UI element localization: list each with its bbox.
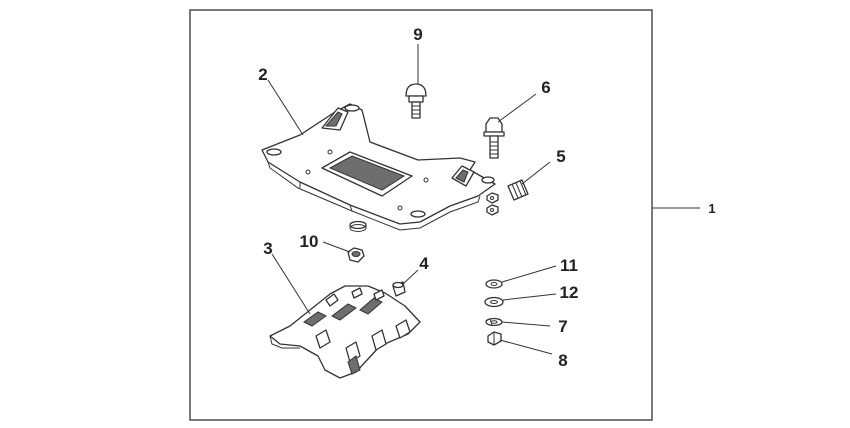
part-2-mounting-plate bbox=[261, 103, 496, 231]
part-9-bolt bbox=[405, 83, 427, 119]
leader-12 bbox=[502, 293, 557, 301]
leader-10 bbox=[322, 241, 351, 253]
callout-10: 10 bbox=[300, 232, 319, 251]
part-washer-under-plate bbox=[349, 220, 367, 232]
callout-5: 5 bbox=[556, 147, 565, 166]
callout-11: 11 bbox=[560, 256, 578, 275]
callout-2: 2 bbox=[258, 65, 267, 84]
callout-1: 1 bbox=[708, 201, 715, 216]
leader-4 bbox=[402, 269, 419, 285]
part-small-nuts bbox=[486, 192, 499, 216]
part-7-lock-washer bbox=[485, 317, 503, 327]
leader-8 bbox=[499, 339, 553, 355]
leader-2 bbox=[267, 79, 304, 136]
leader-11 bbox=[501, 265, 557, 283]
part-3-bracket bbox=[269, 285, 421, 379]
callout-8: 8 bbox=[558, 351, 567, 370]
part-11-washer bbox=[485, 279, 503, 289]
leader-6 bbox=[497, 93, 537, 123]
leader-3 bbox=[271, 253, 311, 315]
part-8-nut bbox=[487, 331, 502, 346]
callout-3: 3 bbox=[263, 239, 272, 258]
part-6-flange-bolt bbox=[483, 117, 505, 159]
part-10-nut bbox=[347, 247, 365, 263]
callout-12: 12 bbox=[560, 283, 579, 302]
callout-4: 4 bbox=[419, 254, 429, 273]
leader-7 bbox=[501, 321, 551, 327]
part-12-washer bbox=[484, 296, 504, 308]
part-5-grommet bbox=[507, 179, 529, 201]
kit-frame bbox=[189, 9, 653, 421]
leader-5 bbox=[521, 161, 551, 185]
part-4-spacer bbox=[392, 281, 406, 297]
callout-9: 9 bbox=[413, 25, 422, 44]
callout-7: 7 bbox=[558, 317, 567, 336]
callout-6: 6 bbox=[541, 78, 550, 97]
